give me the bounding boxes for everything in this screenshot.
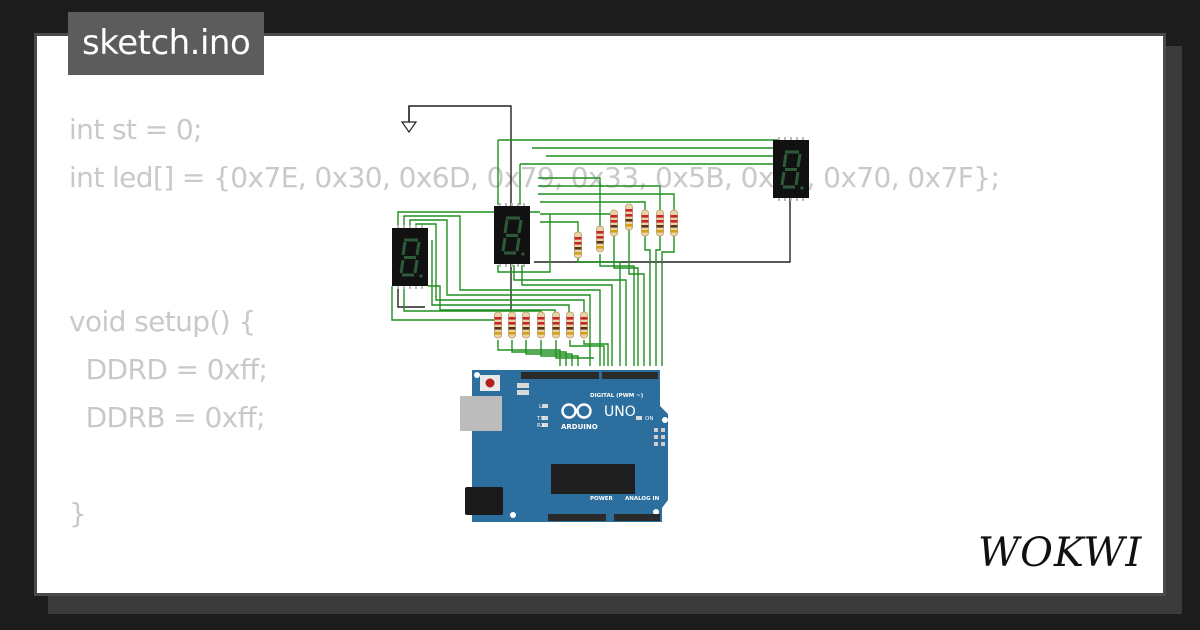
sketch-filename-tab: sketch.ino	[68, 12, 265, 75]
arduino-infinity-icon	[561, 403, 592, 419]
code-line: DDRB = 0xff;	[69, 401, 266, 434]
header-power	[548, 514, 606, 521]
analog-header-label: ANALOG IN	[625, 496, 660, 502]
led-label-rx: RX	[537, 423, 545, 429]
code-line: void setup() {	[69, 305, 256, 338]
board-model: UNO	[604, 404, 636, 420]
seven-segment-display-middle	[492, 201, 532, 269]
reset-button	[485, 378, 495, 388]
resistor-row-lower	[494, 311, 588, 339]
code-preview: int st = 0;int led[] = {0x7E, 0x30, 0x6D…	[69, 106, 1000, 593]
led-label-tx: TX	[536, 416, 544, 422]
header-analog	[614, 514, 660, 521]
microcontroller-chip	[551, 464, 635, 494]
vcc-symbol	[400, 106, 418, 134]
wokwi-logo-text: WOKWI	[978, 530, 1142, 576]
supply-wires	[397, 105, 791, 314]
power-jack	[465, 487, 503, 515]
power-header-label: POWER	[590, 496, 614, 502]
wokwi-logo: WOKWI	[978, 530, 1142, 576]
seven-segment-display-left	[390, 223, 430, 291]
code-line: DDRD = 0xff;	[69, 353, 268, 386]
board-brand: ARDUINO	[561, 423, 598, 431]
header-top-right	[602, 372, 658, 379]
led-label-on: ON	[645, 416, 653, 422]
code-line: int st = 0;	[69, 113, 202, 146]
resistor-row-upper	[574, 203, 678, 259]
digital-header-label: DIGITAL (PWM ~)	[590, 393, 644, 399]
signal-wires	[391, 139, 778, 366]
header-top-left	[521, 372, 599, 379]
led-label-l: L	[539, 404, 543, 410]
arduino-uno-board: L TX RX ON DIGITAL (PWM ~) POWER ANALOG …	[460, 370, 668, 522]
seven-segment-display-right	[771, 135, 811, 203]
usb-port	[460, 396, 502, 431]
code-line: }	[69, 497, 87, 530]
